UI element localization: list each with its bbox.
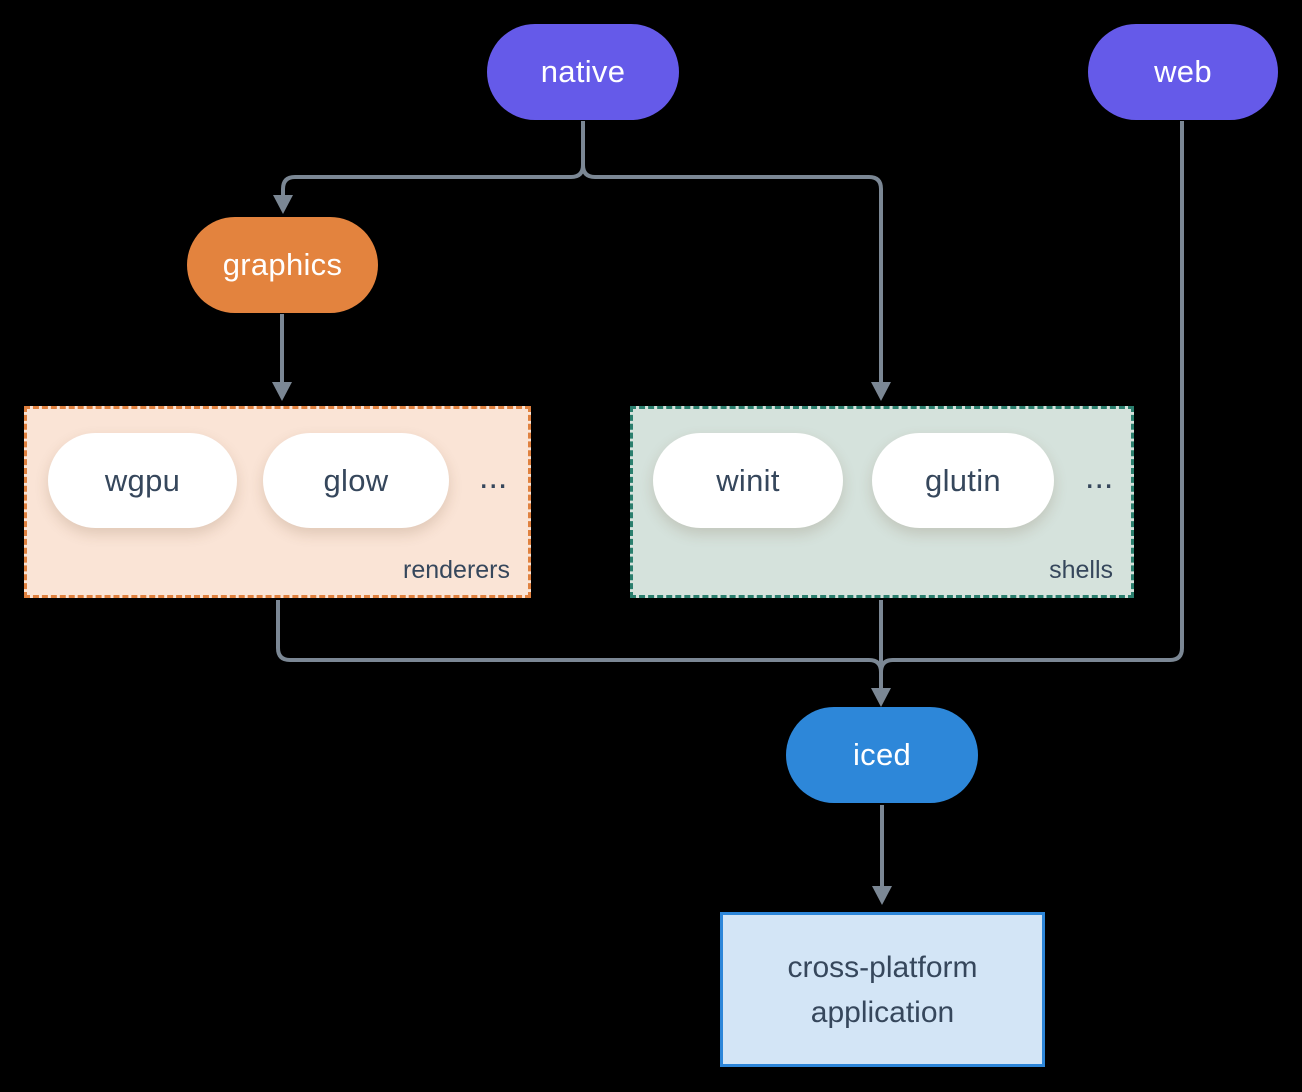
node-native-label: native bbox=[540, 54, 626, 89]
arrowhead-renderers bbox=[272, 382, 292, 401]
renderers-ellipsis: ... bbox=[479, 458, 508, 496]
node-native: native bbox=[487, 24, 679, 120]
node-web: web bbox=[1088, 24, 1278, 120]
node-wgpu: wgpu bbox=[48, 433, 237, 528]
node-web-label: web bbox=[1154, 54, 1212, 89]
node-winit-label: winit bbox=[716, 462, 780, 498]
group-shells-label: shells bbox=[1049, 556, 1113, 584]
node-glutin-label: glutin bbox=[925, 462, 1001, 498]
node-app-label: cross-platform application bbox=[787, 950, 978, 1029]
node-wgpu-label: wgpu bbox=[104, 462, 181, 498]
node-cross-platform-application: cross-platform application bbox=[720, 912, 1045, 1067]
node-graphics-label: graphics bbox=[222, 247, 343, 282]
arrowhead-graphics bbox=[273, 195, 293, 214]
node-iced: iced bbox=[786, 707, 978, 803]
node-glow-label: glow bbox=[323, 462, 389, 498]
shells-ellipsis: ... bbox=[1085, 458, 1114, 496]
edge-renderers-iced bbox=[276, 600, 883, 673]
edge-native-graphics bbox=[281, 121, 585, 196]
group-shells: winit glutin ... shells bbox=[630, 406, 1134, 598]
arrowhead-app bbox=[872, 886, 892, 905]
node-graphics: graphics bbox=[187, 217, 378, 313]
arrowhead-iced bbox=[871, 688, 891, 707]
node-glow: glow bbox=[263, 433, 449, 528]
node-winit: winit bbox=[653, 433, 843, 528]
node-iced-label: iced bbox=[852, 737, 912, 772]
node-glutin: glutin bbox=[872, 433, 1054, 528]
group-renderers-label: renderers bbox=[403, 556, 510, 584]
edge-native-shells bbox=[581, 164, 883, 384]
group-renderers: wgpu glow ... renderers bbox=[24, 406, 531, 598]
arrowhead-shells bbox=[871, 382, 891, 401]
